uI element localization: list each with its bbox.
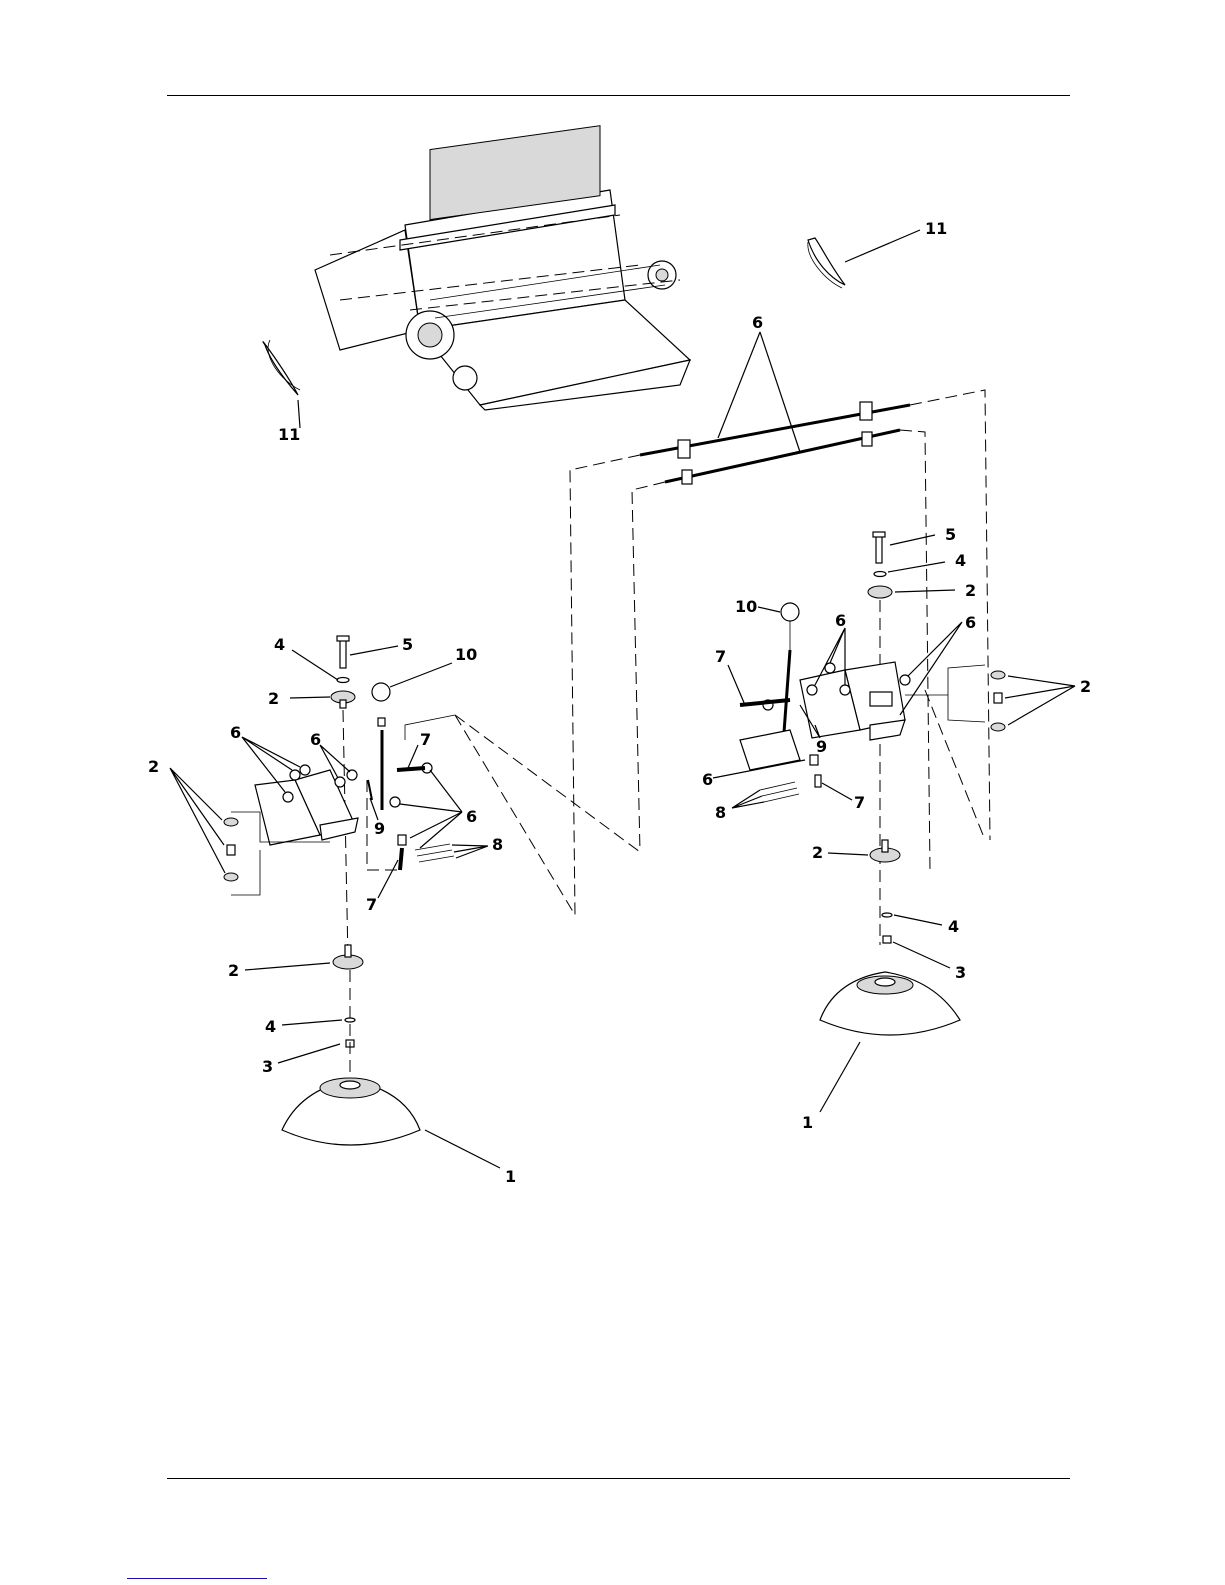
callout-left-spacers-b: 6	[310, 730, 321, 749]
callout-right-side-parts: 2	[1080, 677, 1091, 696]
assembly-line-b	[632, 482, 665, 852]
leader-right-pulley-top	[895, 590, 955, 592]
callout-right-spacer-lower: 6	[702, 770, 713, 789]
callout-left-pin-lower: 7	[366, 895, 377, 914]
leader-right-brush	[820, 1042, 860, 1112]
leader-right-side-parts	[1005, 676, 1075, 725]
callout-left-washer-top: 4	[274, 635, 285, 654]
callout-right-knob: 10	[735, 597, 757, 616]
assembly-line-d	[900, 430, 930, 870]
callout-right-springs: 8	[715, 803, 726, 822]
assembly-line-c	[910, 390, 990, 840]
callout-right-pin-left: 7	[715, 647, 726, 666]
callout-right-washer-lower: 4	[948, 917, 959, 936]
callout-left-pin-upper: 7	[420, 730, 431, 749]
clip-left	[263, 340, 300, 395]
callout-left-spacers-c: 6	[466, 807, 477, 826]
leader-right-knob	[758, 607, 780, 612]
leader-right-nut-lower	[893, 942, 950, 968]
leader-right-bolt	[890, 535, 935, 545]
leader-left-lever	[370, 798, 378, 820]
leader-left-pin-lower	[378, 860, 398, 898]
assembly-line-g	[925, 690, 985, 840]
callout-right-lever: 9	[816, 737, 827, 756]
callout-left-washer-lower: 4	[265, 1017, 276, 1036]
leader-right-washer-top	[888, 562, 945, 572]
callout-right-bracket-right: 6	[965, 613, 976, 632]
leader-clip-right	[845, 230, 920, 262]
callout-left-nut-lower: 3	[262, 1057, 273, 1076]
leader-left-knob	[390, 663, 452, 687]
leader-left-bolt	[350, 646, 398, 655]
callout-left-side-parts: 2	[148, 757, 159, 776]
leader-left-springs	[452, 845, 488, 858]
printer-mechanism	[315, 126, 690, 410]
shaft-pair	[640, 402, 910, 484]
leader-right-pin-left	[728, 665, 745, 705]
callout-left-spacers-a: 6	[230, 723, 241, 742]
callout-right-washer-top: 4	[955, 551, 966, 570]
leader-left-spacers-c	[400, 770, 462, 848]
callout-right-spacers: 6	[835, 611, 846, 630]
callout-left-bolt: 5	[402, 635, 413, 654]
leader-right-washer-lower	[894, 915, 942, 925]
callout-right-pulley-lower: 2	[812, 843, 823, 862]
leader-left-pin-upper	[408, 745, 418, 768]
callout-left-lever: 9	[374, 819, 385, 838]
leader-left-pulley-top	[290, 697, 330, 698]
leader-left-washer-top	[292, 650, 338, 680]
callout-left-springs: 8	[492, 835, 503, 854]
callout-shaft-pair: 6	[752, 313, 763, 332]
callout-right-nut-lower: 3	[955, 963, 966, 982]
callout-right-pin-lower: 7	[854, 793, 865, 812]
callout-left-brush: 1	[505, 1167, 516, 1186]
callout-left-knob: 10	[455, 645, 477, 664]
leader-left-washer-lower	[282, 1020, 342, 1025]
leader-right-bracket-right	[900, 622, 962, 715]
leader-right-pin-lower	[822, 783, 852, 800]
left-assembly	[224, 636, 455, 1145]
callout-left-pulley-lower: 2	[228, 961, 239, 980]
leader-left-side-parts	[170, 768, 225, 873]
leader-shaft-b	[760, 332, 800, 452]
leader-left-pulley-lower	[245, 963, 330, 970]
callout-left-pulley-top: 2	[268, 689, 279, 708]
callout-clip-right: 11	[925, 219, 947, 238]
leader-clip-left	[298, 400, 300, 428]
leader-left-nut-lower	[278, 1044, 340, 1063]
leader-left-brush	[425, 1130, 500, 1168]
callout-right-pulley-top: 2	[965, 581, 976, 600]
leader-shaft-a	[718, 332, 760, 438]
assembly-line-f	[455, 715, 640, 852]
callout-right-brush: 1	[802, 1113, 813, 1132]
leader-right-pulley-lower	[828, 853, 868, 855]
callout-right-bolt: 5	[945, 525, 956, 544]
right-assembly	[740, 532, 1005, 1035]
assembly-line-a	[570, 455, 640, 915]
clip-right	[808, 238, 845, 288]
leader-right-springs	[732, 790, 764, 808]
callout-clip-left: 11	[278, 425, 300, 444]
